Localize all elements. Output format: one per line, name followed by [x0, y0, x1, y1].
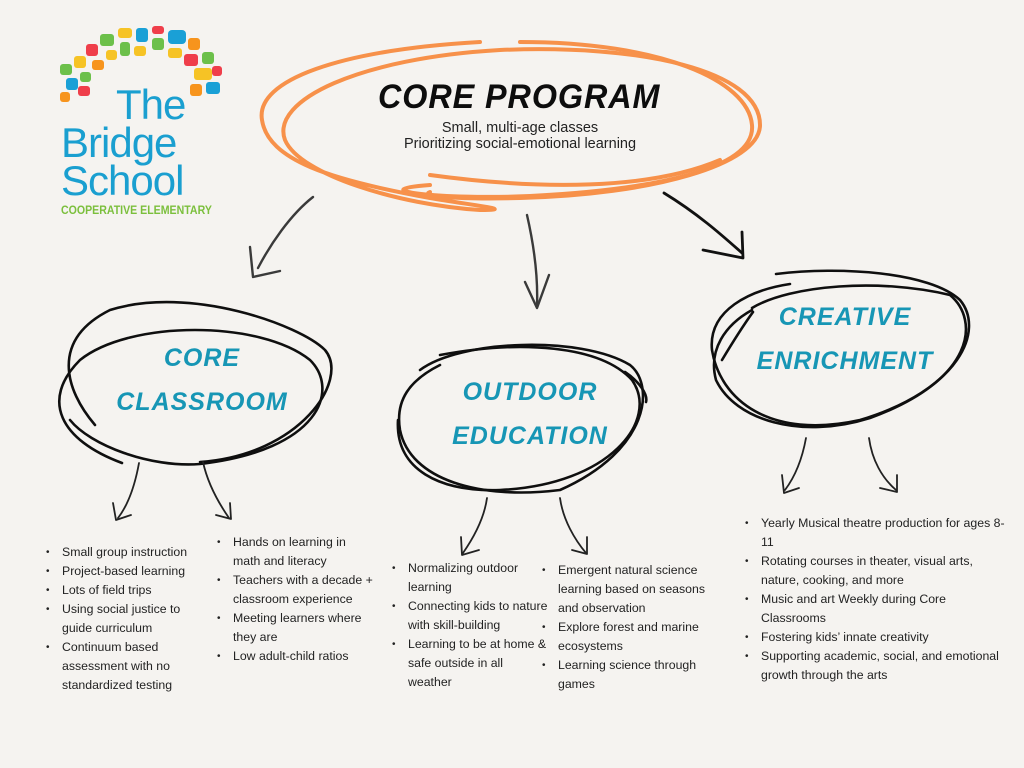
core-program-title: CORE PROGRAM — [378, 78, 661, 116]
list-item: Connecting kids to nature with skill-bui… — [392, 597, 548, 635]
list-item: Explore forest and marine ecosystems — [542, 618, 708, 656]
list-item: Learning science through games — [542, 656, 708, 694]
logo-tagline: COOPERATIVE ELEMENTARY — [61, 205, 212, 217]
logo-wordmark: The Bridge School — [61, 81, 186, 204]
mosaic-arch-icon — [60, 26, 222, 102]
list-item: Normalizing outdoor learning — [392, 559, 548, 597]
list-item: Learning to be at home & safe outside in… — [392, 635, 548, 692]
creative-enrichment-list: Yearly Musical theatre production for ag… — [743, 514, 1011, 685]
arrow-to-core-classroom — [256, 195, 315, 270]
outdoor-education-list-right: Emergent natural science learning based … — [540, 561, 708, 694]
core-subtitle-line-1: Small, multi-age classes — [441, 120, 599, 136]
core-classroom-list-left: Small group instruction Project-based le… — [44, 543, 212, 695]
core-subtitle-line-2: Prioritizing social-emotional learning — [403, 136, 637, 152]
outdoor-education-title-line-2: EDUCATION — [452, 422, 608, 450]
list-item: Meeting learners where they are — [217, 609, 373, 647]
creative-enrichment-title-line-2: ENRICHMENT — [756, 347, 934, 375]
core-classroom-list-right: Hands on learning in math and literacy T… — [215, 533, 373, 666]
core-classroom-title: CORE CLASSROOM — [92, 336, 312, 424]
list-item: Fostering kids’ innate creativity — [745, 628, 1011, 647]
outdoor-education-list-left: Normalizing outdoor learning Connecting … — [390, 559, 548, 692]
logo-line-school: School — [61, 157, 184, 204]
creative-enrichment-title-line-1: CREATIVE — [778, 303, 912, 331]
core-program-subtitle: Small, multi-age classes Prioritizing so… — [300, 120, 740, 152]
list-item: Supporting academic, social, and emotion… — [745, 647, 1011, 685]
list-item: Rotating courses in theater, visual arts… — [745, 552, 1011, 590]
list-item: Emergent natural science learning based … — [542, 561, 708, 618]
list-item: Music and art Weekly during Core Classro… — [745, 590, 1011, 628]
outdoor-education-title: OUTDOOR EDUCATION — [420, 370, 640, 458]
outdoor-education-title-line-1: OUTDOOR — [462, 378, 598, 406]
list-item: Yearly Musical theatre production for ag… — [745, 514, 1011, 552]
logo-line-bridge: Bridge — [61, 119, 177, 166]
core-classroom-title-line-2: CLASSROOM — [116, 388, 288, 416]
list-item: Hands on learning in math and literacy — [217, 533, 373, 571]
arrow-to-outdoor-education — [525, 213, 539, 308]
core-classroom-title-line-1: CORE — [163, 344, 241, 372]
arrow-to-creative-enrichment — [662, 191, 744, 255]
list-item: Using social justice to guide curriculum — [46, 600, 212, 638]
list-item: Teachers with a decade + classroom exper… — [217, 571, 373, 609]
creative-enrichment-title: CREATIVE ENRICHMENT — [730, 295, 960, 383]
list-item: Low adult-child ratios — [217, 647, 373, 666]
list-item: Continuum based assessment with no stand… — [46, 638, 212, 695]
list-item: Project-based learning — [46, 562, 212, 581]
list-item: Small group instruction — [46, 543, 212, 562]
logo-line-the: The — [116, 81, 186, 128]
list-item: Lots of field trips — [46, 581, 212, 600]
